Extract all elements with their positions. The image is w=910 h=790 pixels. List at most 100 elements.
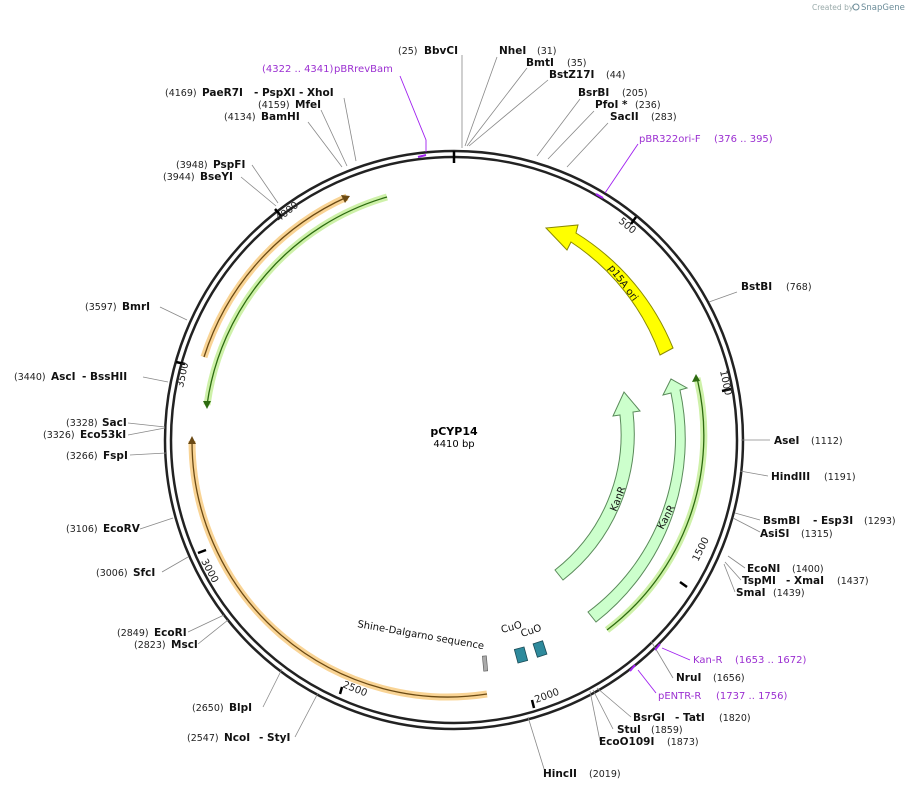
primer-name: pENTR-R (658, 691, 701, 702)
site-name: PaeR7I (202, 87, 243, 99)
features: p15A ori KanR KanR CuO CuO Shine-Dalgarn… (188, 193, 708, 701)
site-name: SfcI (133, 567, 155, 579)
site-name: PfoI * (595, 99, 628, 111)
site-name: BsmBI (763, 515, 800, 527)
site-name: BamHI (261, 111, 300, 123)
tick-mark (197, 548, 207, 555)
site-pos: (3106) (66, 524, 98, 535)
tick-mark (530, 699, 536, 709)
site-pos: (1439) (773, 588, 805, 599)
shine-dalgarno-label: Shine-Dalgarno sequence (356, 619, 484, 652)
primer-range: (376 .. 395) (714, 134, 773, 145)
site-pos: (1873) (667, 737, 699, 748)
site-name: MscI (171, 639, 198, 651)
primer-range: (4322 .. 4341) (262, 64, 334, 75)
orf-green-right (606, 377, 705, 631)
site-connectors (127, 55, 770, 773)
coordinate-ticks: 500 1000 1500 2000 2500 3000 3500 4000 (175, 200, 733, 709)
tick-mark (721, 387, 732, 393)
primer-mark-pbr322ori (595, 193, 604, 199)
tick-label: 3500 (175, 361, 191, 388)
primer-labels: (4322 .. 4341) pBRrevBam pBR322ori-F (37… (262, 64, 807, 702)
shine-dalgarno-box (482, 655, 489, 672)
site-name-2: - BssHII (82, 371, 127, 383)
site-pos: (3597) (85, 302, 117, 313)
orf-green-left (206, 196, 388, 406)
credit: Created by SnapGene (812, 3, 905, 13)
site-name: MfeI (295, 99, 321, 111)
credit-prefix: Created by (812, 3, 854, 12)
tick-mark (629, 216, 638, 225)
site-pos: (2019) (589, 769, 621, 780)
site-name: AsiSI (760, 528, 789, 540)
primer-mark-kanr (654, 643, 661, 651)
site-name: BsrGI (633, 712, 665, 724)
site-pos: (3948) (176, 160, 208, 171)
kanr-inner-label: KanR (609, 485, 629, 513)
site-name: EcoRI (154, 627, 187, 639)
site-pos: (1656) (713, 673, 745, 684)
site-pos: (3266) (66, 451, 98, 462)
orf-orange-lower-glow (188, 440, 488, 701)
primer-name: pBRrevBam (334, 64, 393, 75)
snapgene-logo-icon (852, 3, 860, 11)
orf-green-right-arrowhead-icon (692, 374, 700, 382)
site-pos: (1400) (792, 564, 824, 575)
plasmid-size: 4410 bp (433, 439, 474, 450)
orf-orange-lower (191, 440, 488, 698)
site-pos: (2547) (187, 733, 219, 744)
site-pos: (2849) (117, 628, 149, 639)
plasmid-name: pCYP14 (430, 425, 478, 438)
orf-orange-upper-arrowhead-icon (341, 195, 350, 203)
cuo-label-1: CuO (500, 620, 523, 636)
orf-green-left-arrowhead-icon (203, 401, 211, 409)
site-pos: (1859) (651, 725, 683, 736)
site-pos: (3328) (66, 418, 98, 429)
site-name-2: - Esp3I (813, 515, 853, 527)
site-name: NcoI (224, 732, 250, 744)
site-labels: (25) BbvCI NheI (31) BmtI (35) BstZ17I (… (14, 45, 896, 780)
site-name: BseYI (200, 171, 233, 183)
tick-label: 1500 (691, 536, 712, 564)
site-name: TspMI (742, 575, 776, 587)
site-name: PspFI (213, 159, 245, 171)
cuo-box-1 (513, 646, 529, 664)
site-name: BlpI (229, 702, 252, 714)
site-pos: (3440) (14, 372, 46, 383)
site-name: BstBI (741, 281, 772, 293)
site-name-2: - PspXI - XhoI (254, 87, 334, 99)
orf-orange-lower-arrowhead-icon (188, 436, 196, 444)
site-pos: (283) (651, 112, 677, 123)
site-name: BmrI (122, 301, 150, 313)
site-pos: (768) (786, 282, 812, 293)
primer-range: (1737 .. 1756) (716, 691, 788, 702)
site-pos: (1112) (811, 436, 843, 447)
site-pos: (2650) (192, 703, 224, 714)
site-pos: (4169) (165, 88, 197, 99)
tick-label: 1000 (717, 369, 733, 396)
site-pos: (2823) (134, 640, 166, 651)
tick-mark (679, 580, 688, 589)
credit-brand: SnapGene (861, 3, 905, 13)
site-name: BsrBI (578, 87, 609, 99)
primer-connectors (399, 75, 691, 694)
site-pos: (4134) (224, 112, 256, 123)
site-pos: (35) (567, 58, 587, 69)
site-pos: (4159) (258, 100, 290, 111)
primer-mark-pbrrevbam (417, 154, 427, 158)
primer-mark-pentr (629, 664, 636, 672)
site-name: EcoRV (103, 523, 141, 535)
site-pos: (1820) (719, 713, 751, 724)
site-pos: (44) (606, 70, 626, 81)
site-name: SacII (610, 111, 639, 123)
site-name-2: - XmaI (786, 575, 824, 587)
site-pos: (3944) (163, 172, 195, 183)
site-pos: (1315) (801, 529, 833, 540)
site-name: BmtI (526, 57, 554, 69)
site-pos: (1191) (824, 472, 856, 483)
site-pos: (236) (635, 100, 661, 111)
primer-name: Kan-R (693, 655, 722, 666)
site-name: AscI (51, 371, 76, 383)
cuo-label-2: CuO (520, 623, 544, 640)
